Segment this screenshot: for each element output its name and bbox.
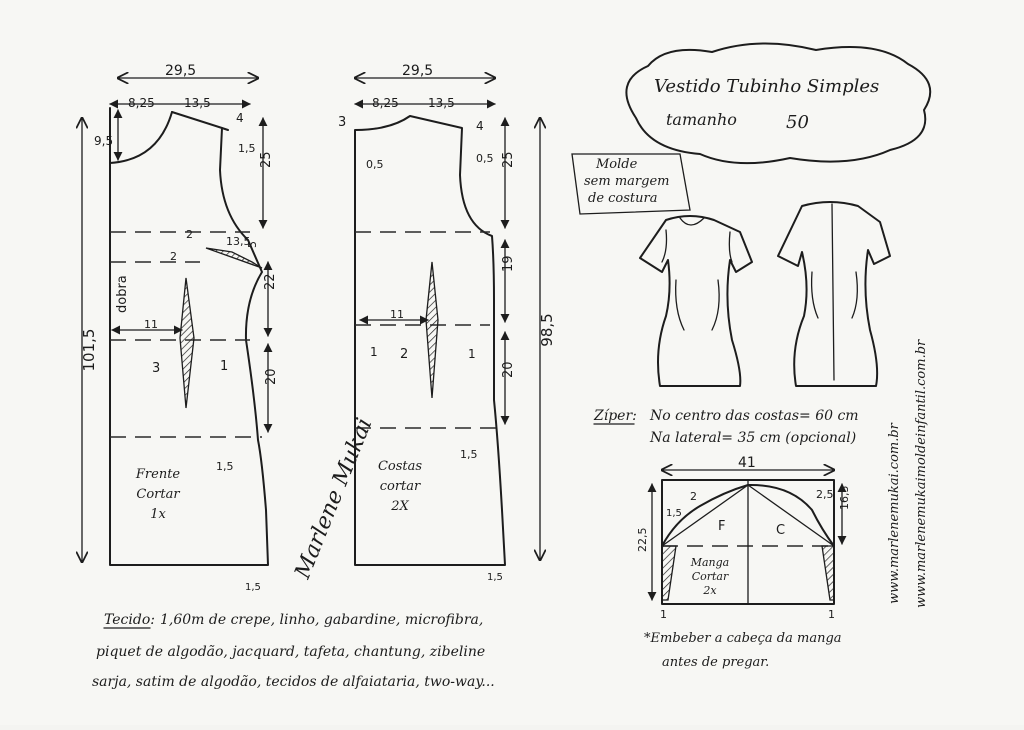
front-side-in: 1 xyxy=(220,359,228,374)
front-total-length: 101,5 xyxy=(80,329,98,372)
front-waist-drop: 22 xyxy=(263,273,278,290)
back-waist-drop: 19 xyxy=(501,255,516,272)
back-armhole-depth: 25 xyxy=(501,151,516,168)
back-side-in-right: 1 xyxy=(468,347,476,361)
back-armhole-offset: 0,5 xyxy=(476,152,494,165)
front-hem-bottom: 1,5 xyxy=(245,582,261,593)
front-label-2: Cortar xyxy=(136,487,180,502)
back-hem-bottom: 1,5 xyxy=(487,572,503,583)
back-pattern-piece: 29,5 8,25 13,5 3 4 0,5 0,5 25 19 98,5 11… xyxy=(338,63,556,583)
front-pattern-piece: 29,5 8,25 13,5 101,5 9,5 4 1,5 25 2 13,5… xyxy=(80,63,279,593)
back-outline xyxy=(354,115,506,566)
front-armhole-depth: 25 xyxy=(259,151,274,168)
front-shoulder-drop: 4 xyxy=(236,111,244,125)
front-dart-left: 2 xyxy=(170,250,177,263)
back-neck-offset: 0,5 xyxy=(366,158,384,171)
front-side-mark: 5 xyxy=(246,241,259,248)
back-waist-dart xyxy=(425,261,439,399)
sleeve-label-2: Cortar xyxy=(692,570,729,583)
title-line1: Vestido Tubinho Simples xyxy=(654,76,879,97)
svg-text:de costura: de costura xyxy=(588,191,658,206)
zipper-line1: No centro das costas= 60 cm xyxy=(649,408,859,424)
sleeve-hem-right: 1 xyxy=(828,608,835,621)
sleeve-label-3: 2x xyxy=(702,584,717,597)
sleeve-cap-left-side: 1,5 xyxy=(666,508,682,519)
front-neck-depth: 9,5 xyxy=(94,134,113,148)
back-hip-drop: 20 xyxy=(501,361,516,378)
sleeve-note-2: antes de pregar. xyxy=(662,655,769,670)
fabric-label: Tecido: xyxy=(104,612,155,628)
front-dart-position: 11 xyxy=(144,318,158,331)
back-shoulder-drop: 4 xyxy=(476,119,484,133)
front-top-width: 29,5 xyxy=(165,63,196,79)
front-hip-drop: 20 xyxy=(264,368,279,385)
zipper-note: Zíper: No centro das costas= 60 cm Na la… xyxy=(593,408,859,446)
front-label-3: 1x xyxy=(150,507,166,522)
sleeve-total-height: 22,5 xyxy=(636,528,649,553)
sleeve-cap-height: 16,5 xyxy=(838,486,851,511)
title-cloud-outline xyxy=(625,42,932,165)
signature: Marlene Mukai xyxy=(290,415,377,583)
front-fold-label: dobra xyxy=(115,275,130,313)
back-label-3: 2X xyxy=(390,499,409,514)
back-neck-depth: 3 xyxy=(338,115,346,130)
front-shoulder-width: 13,5 xyxy=(184,96,211,110)
back-shoulder-width: 13,5 xyxy=(428,96,455,110)
dress-back-sketch xyxy=(777,201,891,387)
sleeve-label-1: Manga xyxy=(690,556,730,569)
fabric-line2: piquet de algodão, jacquard, tafeta, cha… xyxy=(96,644,485,660)
front-armhole-offset: 1,5 xyxy=(238,142,256,155)
back-hem-side: 1,5 xyxy=(460,448,478,461)
back-label-2: cortar xyxy=(380,479,421,494)
front-dart-side: 13,5 xyxy=(226,235,251,248)
title-cloud: Vestido Tubinho Simples tamanho 50 xyxy=(625,42,932,165)
fabric-note: Tecido: 1,60m de crepe, linho, gabardine… xyxy=(92,612,495,690)
front-dart-top: 2 xyxy=(186,228,193,241)
back-dart-position: 11 xyxy=(390,308,404,321)
front-neckline xyxy=(109,111,173,164)
fabric-line1: 1,60m de crepe, linho, gabardine, microf… xyxy=(160,612,483,628)
sleeve-note-1: *Embeber a cabeça da manga xyxy=(644,631,842,646)
sleeve-cap-left: 2 xyxy=(690,490,697,503)
website-1: www.marlenemukai.com.br xyxy=(887,422,902,604)
front-dart-width: 3 xyxy=(152,361,160,376)
back-side-in-left: 1 xyxy=(370,345,378,359)
sleeve-back-mark: C xyxy=(776,523,785,538)
sleeve-hem-left: 1 xyxy=(660,608,667,621)
svg-text:sem margem: sem margem xyxy=(584,174,669,189)
fabric-line3: sarja, satim de algodão, tecidos de alfa… xyxy=(92,674,495,690)
svg-text:Molde: Molde xyxy=(595,157,638,172)
back-total-length: 98,5 xyxy=(538,313,556,346)
zipper-line2: Na lateral= 35 cm (opcional) xyxy=(649,430,856,446)
front-neck-width: 8,25 xyxy=(128,96,155,110)
sleeve-front-mark: F xyxy=(718,519,725,534)
front-label-1: Frente xyxy=(135,467,181,482)
dress-front-sketch xyxy=(639,215,753,387)
front-hem-side: 1,5 xyxy=(216,460,234,473)
back-dart-width: 2 xyxy=(400,347,408,362)
sleeve-pattern: 41 2 2,5 1,5 16,5 22,5 F C Manga Cortar … xyxy=(636,455,851,670)
front-waist-dart xyxy=(179,277,195,409)
sleeve-width: 41 xyxy=(738,455,756,471)
sleeve-cap-right: 2,5 xyxy=(816,488,834,501)
back-top-width: 29,5 xyxy=(402,63,433,79)
title-line2: tamanho xyxy=(666,110,737,129)
sleeve-cap xyxy=(661,483,835,547)
back-neck-width: 8,25 xyxy=(372,96,399,110)
note-molde: Molde sem margem de costura xyxy=(571,153,691,215)
website-2: www.marlenemukaimoldeinfantil.com.br xyxy=(914,339,929,608)
back-label-1: Costas xyxy=(378,459,422,474)
front-bust-dart xyxy=(205,247,263,269)
zipper-label: Zíper: xyxy=(593,408,637,424)
title-size: 50 xyxy=(786,112,809,133)
